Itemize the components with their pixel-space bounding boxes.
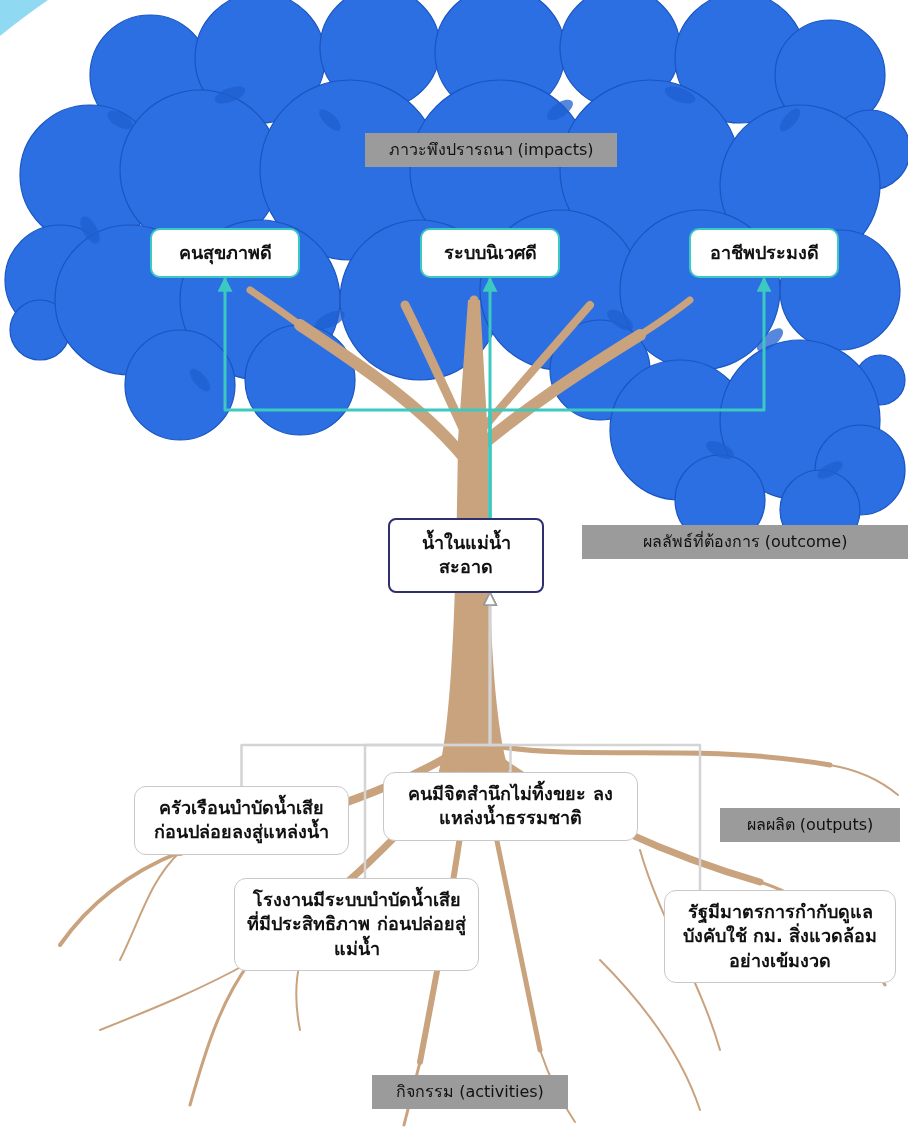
illustration-part [753,324,787,355]
node-text: ระบบนิเวศดี [432,241,548,265]
impact-box: คนสุขภาพดี [150,228,300,278]
outcome-box: น้ำในแม่น้ำสะอาด [388,518,544,593]
illustration-part [245,325,355,435]
illustration-part [186,365,213,394]
illustration-part [313,307,348,333]
output-box: ครัวเรือนบำบัดน้ำเสีย ก่อนปล่อยลงสู่แหล่… [134,786,349,855]
illustration-part [663,83,698,107]
stage-band: ผลผลิต (outputs) [720,808,900,842]
illustration-part [316,106,344,134]
illustration-part [190,962,250,1105]
tree-roots [60,745,898,1125]
corner-decoration [0,0,48,36]
illustration-part [830,765,898,795]
illustration-part [250,290,300,325]
illustration-part [125,330,235,440]
illustration-part [640,300,690,335]
stage-band: ผลลัพธ์ที่ต้องการ (outcome) [582,525,908,559]
node-text: ผลลัพธ์ที่ต้องการ (outcome) [592,531,898,553]
illustration-part [490,745,830,765]
output-box: คนมีจิตสำนึกไม่ทิ้งขยะ ลงแหล่งน้ำธรรมชาต… [383,772,638,841]
illustration-part [76,214,103,247]
node-text: ผลผลิต (outputs) [730,814,890,836]
illustration-part [213,83,248,107]
illustration-part [120,852,180,960]
illustration-part [544,96,577,125]
illustration-part [60,852,180,945]
stage-band: ภาวะพึงปรารถนา (impacts) [365,133,617,167]
illustration-part [300,325,462,455]
impact-box: ระบบนิเวศดี [420,228,560,278]
node-text: คนมีจิตสำนึกไม่ทิ้งขยะ ลงแหล่งน้ำธรรมชาต… [396,782,625,831]
illustration-part [776,105,803,134]
node-text: คนสุขภาพดี [162,241,288,265]
illustration-part [815,458,845,482]
illustration-part [100,962,250,1030]
illustration-part [703,437,736,462]
stage-band: กิจกรรม (activities) [372,1075,568,1109]
connector-arrow [490,278,764,518]
output-box: รัฐมีมาตรการกำกับดูแล บังคับใช้ กม. สิ่ง… [664,890,896,983]
tree-canopy [5,0,908,550]
node-text: โรงงานมีระบบบำบัดน้ำเสีย ที่มีประสิทธิภา… [247,888,466,961]
node-text: น้ำในแม่น้ำสะอาด [400,531,532,580]
node-text: ครัวเรือนบำบัดน้ำเสีย ก่อนปล่อยลงสู่แหล่… [147,796,336,845]
illustration-part [482,335,640,445]
illustration-part [486,305,590,425]
impact-box: อาชีพประมงดี [689,228,839,278]
node-text: กิจกรรม (activities) [382,1081,558,1103]
output-box: โรงงานมีระบบบำบัดน้ำเสีย ที่มีประสิทธิภา… [234,878,479,971]
node-text: รัฐมีมาตรการกำกับดูแล บังคับใช้ กม. สิ่ง… [677,900,883,973]
node-text: อาชีพประมงดี [701,241,827,265]
connector-arrow [225,278,490,518]
connector-arrow [490,593,700,890]
node-text: ภาวะพึงปรารถนา (impacts) [375,139,607,161]
illustration-part [405,305,466,435]
illustration-part [104,107,135,133]
illustration-part [604,306,637,335]
